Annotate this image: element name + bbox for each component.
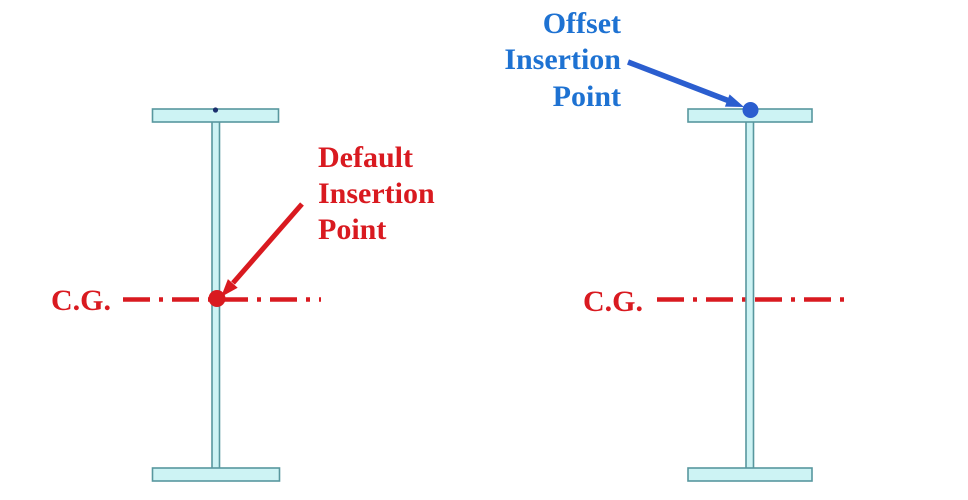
red-arrow-icon (221, 202, 304, 297)
right-ibeam-web (745, 119, 755, 470)
offset-label-line-3: Point (553, 80, 621, 113)
right-ibeam-bottom-flange (687, 467, 813, 482)
blue-arrow-icon (627, 59, 744, 107)
offset-insertion-point-label: Offset Insertion Point (504, 7, 621, 113)
red-dot-marker-icon (208, 290, 226, 307)
right-ibeam (687, 108, 813, 482)
blue-dot-marker-icon (742, 102, 759, 118)
cg-label-left: C.G. (51, 284, 111, 317)
offset-label-line-1: Offset (543, 7, 621, 40)
default-label-line-2: Insertion (318, 177, 435, 210)
default-insertion-point-label: Default Insertion Point (318, 141, 435, 246)
cg-label-right: C.G. (583, 285, 643, 318)
offset-label-line-2: Insertion (504, 43, 621, 76)
default-label-line-3: Point (318, 213, 386, 246)
navy-point-marker-icon (212, 107, 219, 113)
left-ibeam-bottom-flange (151, 467, 281, 482)
default-label-line-1: Default (318, 141, 413, 174)
